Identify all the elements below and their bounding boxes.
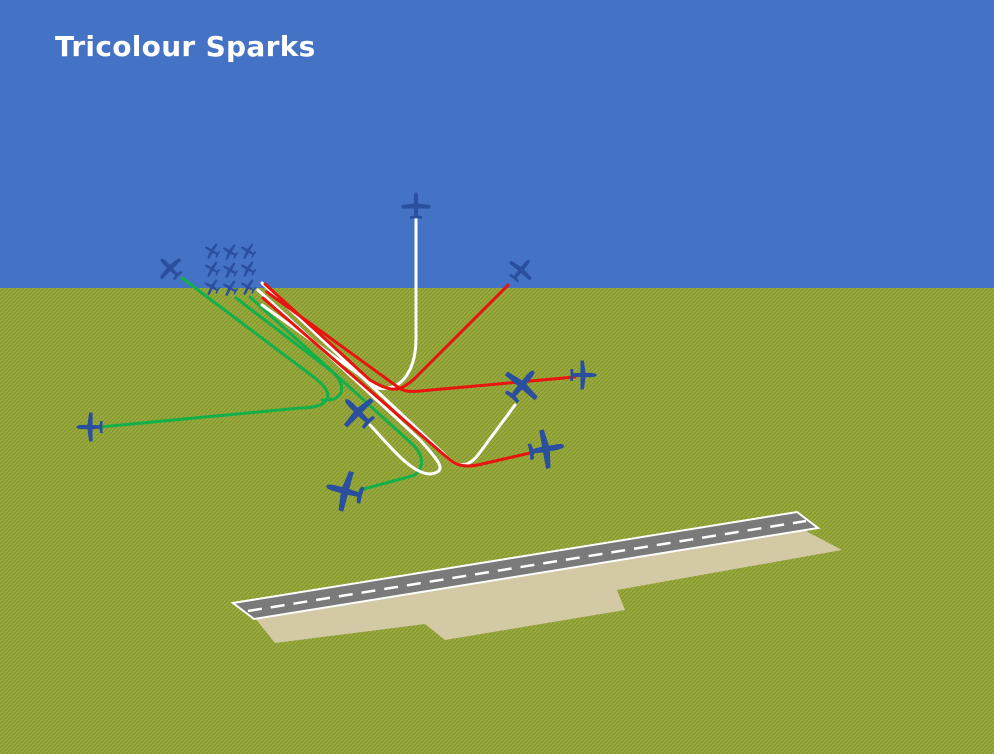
trail-red-3 (261, 296, 532, 468)
taxiway-link-1 (440, 597, 470, 610)
page-title: Tricolour Sparks (55, 30, 316, 63)
ground (0, 288, 994, 754)
trail-red-1 (263, 282, 510, 391)
trail-white-1 (260, 216, 418, 390)
taxiway-link-2 (605, 570, 635, 582)
runway-centreline (247, 519, 807, 613)
trail-green-3 (248, 295, 423, 492)
trail-white-2 (256, 288, 442, 476)
airfield (230, 510, 842, 643)
trail-red-2 (265, 290, 577, 393)
taxiway-apron (255, 528, 842, 643)
taxiway-link-3 (795, 537, 820, 548)
smoke-trails (98, 216, 577, 492)
sky (0, 0, 994, 288)
